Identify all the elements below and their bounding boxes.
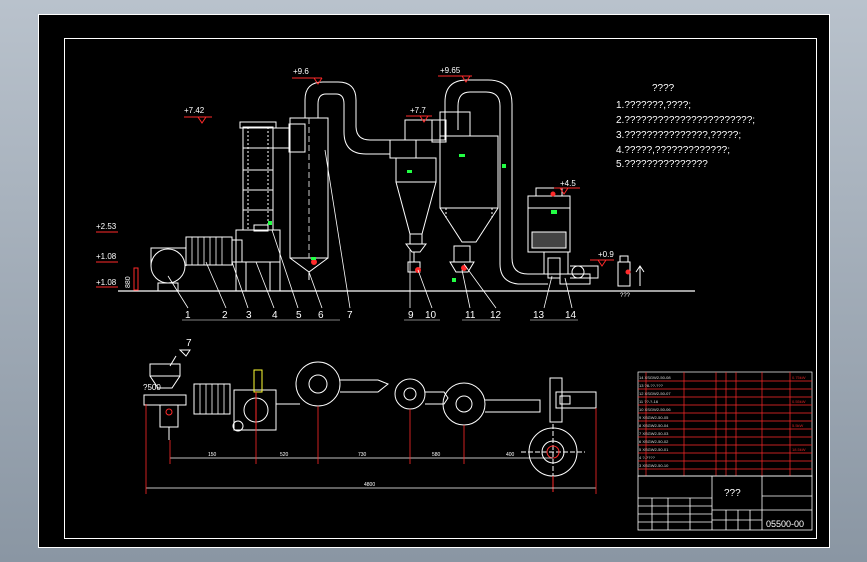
elevation-left: +2.53 [96, 222, 117, 231]
svg-text:7 XSGW2-50-03: 7 XSGW2-50-03 [639, 431, 669, 436]
part-leaders [167, 149, 573, 309]
svg-text:18.5kW: 18.5kW [792, 447, 806, 452]
svg-text:3 XSGW2-50-10: 3 XSGW2-50-10 [639, 463, 669, 468]
inner-frame [64, 38, 817, 539]
elevation-ground-b: +1.08 [96, 278, 117, 287]
elevation-top-stack: +9.6 [293, 67, 309, 76]
elevation-markers [96, 75, 631, 291]
svg-text:10 XSGW2-50-06: 10 XSGW2-50-06 [639, 407, 671, 412]
note-5: 5.??????????????? [616, 159, 708, 170]
part-12: 12 [490, 310, 502, 321]
svg-text:6 XSGW2-50-02: 6 XSGW2-50-02 [639, 439, 669, 444]
technical-notes: ???? 1.???????,????; 2.?????????????????… [616, 83, 755, 170]
plan-dim-3: 730 [358, 452, 367, 458]
svg-text:13 ?8-??-???: 13 ?8-??-??? [639, 383, 664, 388]
plan-feeder-number: 7 [186, 338, 192, 349]
plan-total: 4800 [364, 482, 375, 488]
part-4: 4 [272, 310, 278, 321]
svg-text:4 ?-????: 4 ?-???? [639, 455, 656, 460]
elevation-view [150, 79, 645, 292]
title-block [637, 475, 813, 531]
elevation-stack: +7.42 [184, 106, 205, 115]
part-11: 11 [465, 310, 476, 321]
svg-text:0.75kW: 0.75kW [792, 375, 806, 380]
elevation-cyclone1: +7.7 [410, 106, 426, 115]
plan-dim-5: 400 [506, 452, 515, 458]
note-1: 1.???????,????; [616, 100, 691, 111]
svg-text:14 XSGW2-50-08: 14 XSGW2-50-08 [639, 375, 671, 380]
part-13: 13 [533, 310, 545, 321]
feeder-hopper [149, 363, 181, 377]
plan-motor [555, 391, 597, 409]
part-9: 9 [408, 310, 414, 321]
svg-text:5.5kW: 5.5kW [792, 423, 804, 428]
dimension-880: 880 [125, 276, 132, 288]
elevation-top-cyclone: +9.65 [440, 66, 461, 75]
elevation-ground-a: +1.08 [96, 252, 117, 261]
parts-list-text: 14 XSGW2-50-08 13 ?8-??-??? 12 XSGW2-50-0… [639, 375, 806, 468]
part-1: 1 [185, 310, 191, 321]
outer-frame [38, 14, 830, 548]
drawing-sheet [38, 14, 830, 548]
drying-column [242, 126, 274, 231]
part-3: 3 [246, 310, 252, 321]
elevation-labels: +9.6 +9.65 +7.42 +7.7 +4.5 +2.53 +1.08 +… [96, 66, 631, 299]
elevation-scrubber: +4.5 [560, 179, 576, 188]
part-7: 7 [347, 310, 353, 321]
svg-text:0.55kW: 0.55kW [792, 399, 806, 404]
part-numbers: 1 2 3 4 5 6 7 9 10 11 12 13 14 [185, 310, 577, 321]
plan-dim-1: 150 [208, 452, 217, 458]
plan-diameter: ?500 [143, 383, 161, 392]
part-2: 2 [222, 310, 228, 321]
plan-dimensions [145, 404, 597, 494]
part-10: 10 [425, 310, 437, 321]
svg-text:11 ??-?-16: 11 ??-?-16 [639, 399, 659, 404]
part-14: 14 [565, 310, 577, 321]
plan-texts: 7 ?500 150 520 730 580 400 4800 [143, 338, 515, 488]
svg-text:12 XSGW2-50-07: 12 XSGW2-50-07 [639, 391, 671, 396]
drawing-number: 05500-00 [766, 519, 804, 529]
notes-heading: ???? [652, 83, 675, 94]
part-6: 6 [318, 310, 324, 321]
plan-view [143, 349, 597, 488]
plan-dim-4: 580 [432, 452, 441, 458]
drawing-name: ??? [724, 488, 741, 499]
svg-text:9 XSGW2-50-05: 9 XSGW2-50-05 [639, 415, 669, 420]
plan-dim-2: 520 [280, 452, 289, 458]
green-markers [268, 154, 557, 282]
svg-text:5 XSGW2-50-01: 5 XSGW2-50-01 [639, 447, 669, 452]
svg-text:8 XSGW2-50-04: 8 XSGW2-50-04 [639, 423, 669, 428]
note-2: 2.???????????????????????; [616, 115, 755, 126]
elevation-right: +0.9 [598, 250, 614, 259]
plan-dryer [233, 389, 277, 431]
note-4: 4.?????,?????????????; [616, 145, 730, 156]
part-5: 5 [296, 310, 302, 321]
title-block-text: ??? 05500-00 [724, 488, 804, 529]
station-label: ??? [620, 293, 631, 299]
note-3: 3.???????????????,?????; [616, 130, 741, 141]
